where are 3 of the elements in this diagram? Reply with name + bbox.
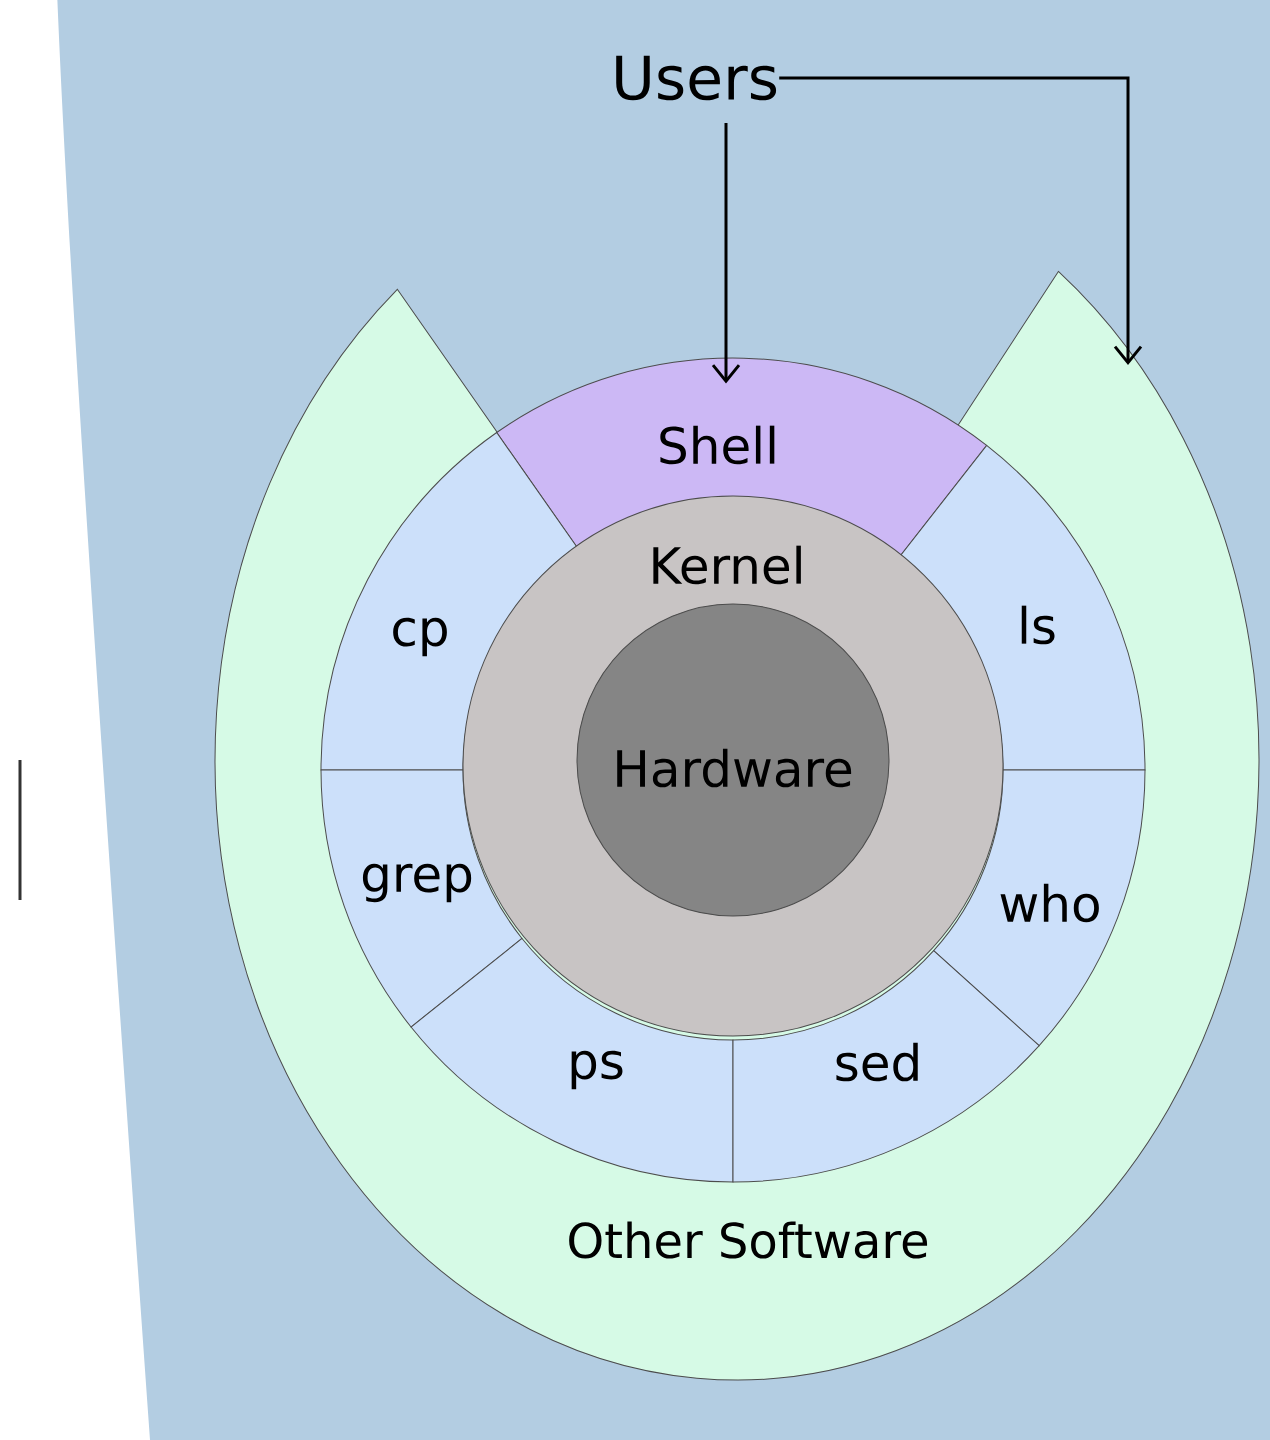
users-label: Users (616, 55, 777, 101)
arrow (779, 76, 1143, 365)
arrow (711, 123, 741, 384)
